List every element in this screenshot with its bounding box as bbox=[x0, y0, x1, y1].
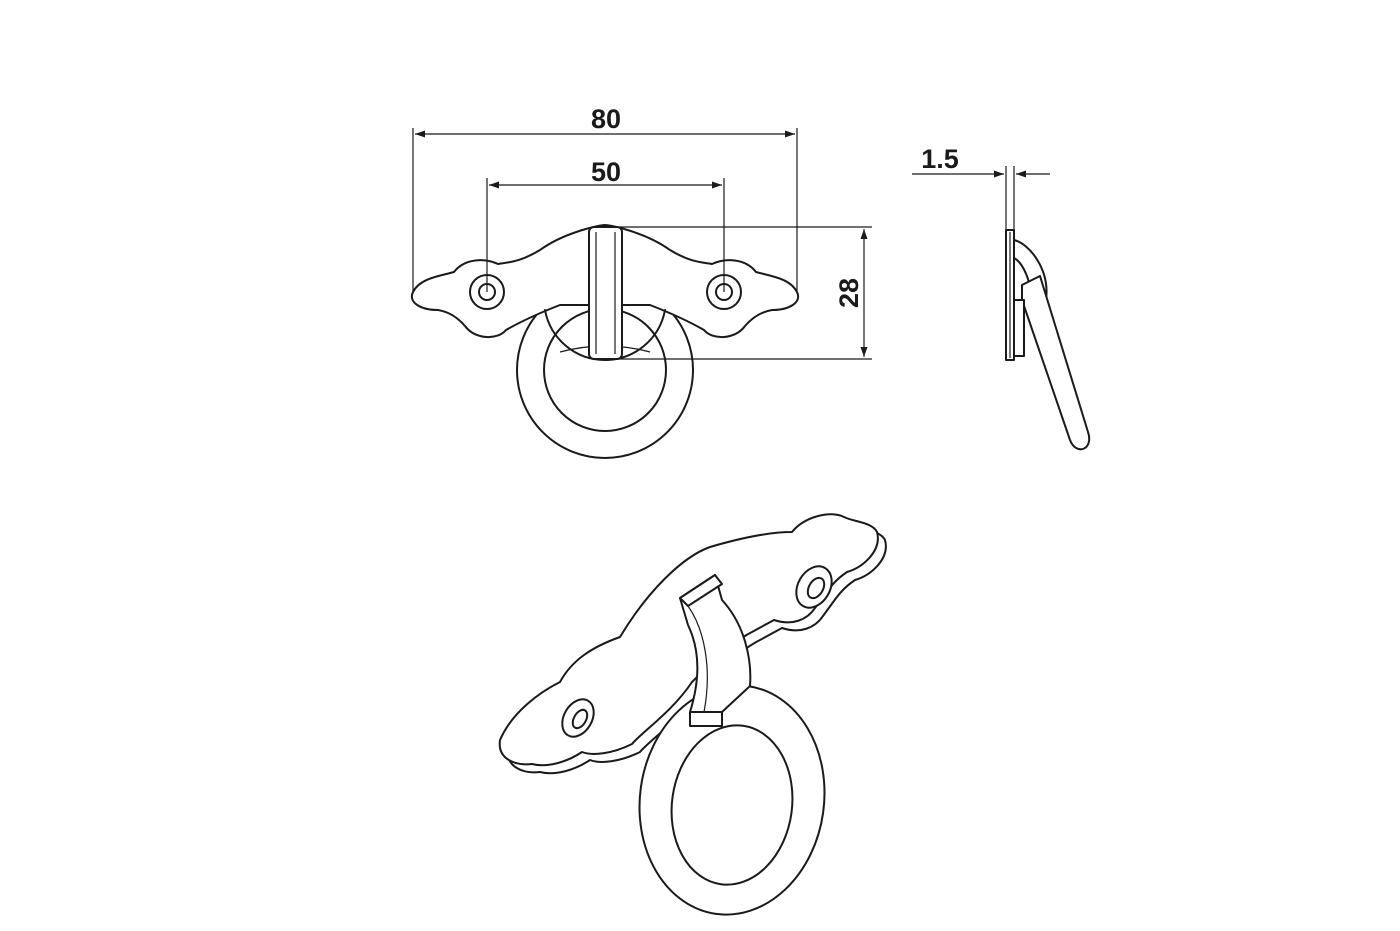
dimension-80-label: 80 bbox=[591, 104, 621, 134]
dimension-28: 28 bbox=[610, 226, 872, 360]
front-view bbox=[410, 224, 800, 459]
dimension-80: 80 bbox=[412, 104, 798, 292]
iso-ring bbox=[638, 684, 826, 916]
dimension-50-label: 50 bbox=[591, 157, 621, 187]
iso-hole-right bbox=[795, 565, 833, 609]
front-strap bbox=[588, 226, 623, 360]
dimension-50: 50 bbox=[486, 157, 725, 292]
front-ring bbox=[516, 281, 694, 459]
dimension-28-label: 28 bbox=[834, 278, 864, 308]
side-view bbox=[1005, 229, 1091, 451]
iso-hole-left bbox=[561, 698, 595, 738]
isometric-view bbox=[498, 513, 887, 916]
dimension-1-5: 1.5 bbox=[912, 144, 1050, 230]
dimension-1-5-label: 1.5 bbox=[921, 144, 959, 174]
iso-strap bbox=[679, 574, 752, 727]
